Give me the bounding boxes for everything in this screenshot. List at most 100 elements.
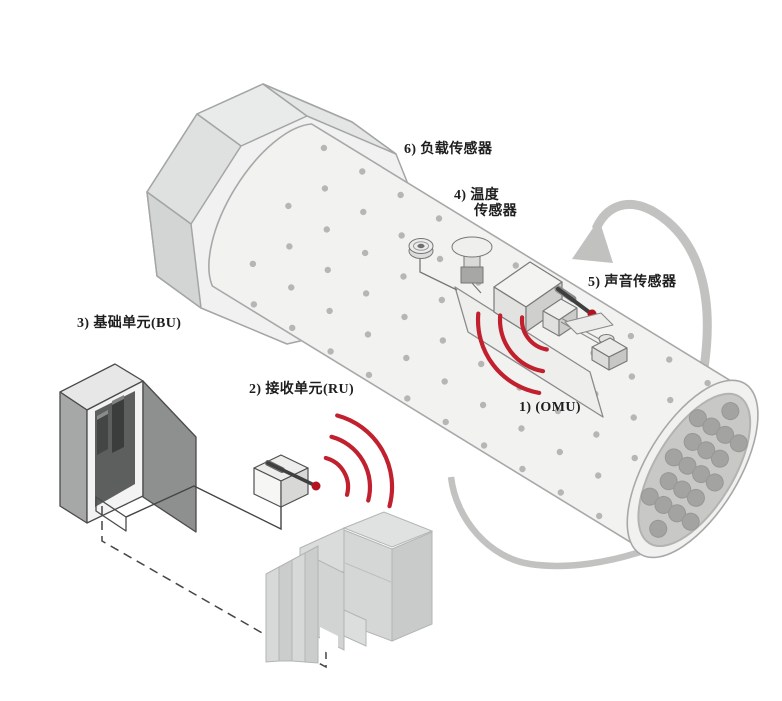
- omu-box: [493, 261, 563, 333]
- rivet-dot: [327, 348, 334, 355]
- label-omu: 1) (OMU): [519, 400, 581, 415]
- rivet-dot: [400, 273, 407, 280]
- end-face-hole: [729, 434, 748, 453]
- label-base-unit: 3) 基础单元(BU): [77, 316, 182, 331]
- label-load-sensor: 6) 负载传感器: [404, 142, 493, 157]
- rivet-dot: [286, 243, 293, 250]
- hex-cap-lower-left-face: [146, 191, 202, 309]
- label-sound-sensor: 5) 声音传感器: [588, 275, 677, 290]
- cable-bu-to-building-dashed: [101, 506, 327, 669]
- rivet-dot: [360, 208, 367, 216]
- cabinet-door: [142, 380, 197, 533]
- rivet-dot: [359, 168, 366, 175]
- rivet-dot: [398, 232, 405, 239]
- junction-box: [542, 298, 578, 337]
- rivet-dot: [442, 418, 449, 426]
- rivet-dot: [594, 472, 602, 479]
- building-doorway: [320, 627, 338, 658]
- device-1: [97, 414, 108, 455]
- rivet-dot: [436, 255, 444, 263]
- device-1-top: [97, 410, 108, 420]
- building-step-block: [343, 609, 367, 647]
- rivet-dot: [441, 378, 448, 385]
- omu-signal-arc-1: [519, 315, 549, 352]
- building-slab-4: [304, 545, 319, 664]
- rivet-dot: [323, 226, 330, 233]
- temperature-sensor-collar: [460, 266, 484, 284]
- rivet-dot: [289, 324, 296, 332]
- base-unit-cabinet: [59, 363, 197, 533]
- cable-bu-to-ru: [125, 485, 282, 531]
- building-right-top: [342, 511, 434, 548]
- rivet-dot: [326, 307, 333, 315]
- sound-sensor-side: [608, 347, 628, 371]
- rivet-dot: [628, 373, 636, 380]
- rivet-dot: [480, 442, 488, 449]
- omu-signal-arc-3: [475, 311, 542, 395]
- rivet-dot: [324, 266, 331, 274]
- rivet-dot: [627, 332, 635, 340]
- rotation-arrow-lower-arc: [447, 476, 641, 570]
- rivet-dot: [438, 296, 446, 304]
- load-sensor: [408, 238, 458, 291]
- wireless-signal-omu: [475, 311, 549, 395]
- mounting-plate: [454, 286, 604, 418]
- rivet-dot: [288, 284, 295, 291]
- rivet-dot: [364, 331, 372, 338]
- omu-antenna: [556, 287, 591, 314]
- end-face-hole: [705, 473, 724, 492]
- building-slab-2: [278, 559, 293, 662]
- rivet-dot: [519, 465, 526, 473]
- sensor-sub-plate: [564, 312, 614, 335]
- rivet-dot: [249, 260, 257, 268]
- load-sensor-ring: [413, 241, 429, 251]
- rivet-dot: [518, 425, 525, 432]
- rivet-dot: [397, 191, 404, 199]
- ru-signal-arc-3: [335, 413, 395, 509]
- rivet-dot: [285, 202, 292, 210]
- wireless-signal-ru: [323, 413, 395, 509]
- rivet-dot: [593, 431, 600, 438]
- building-slab-1: [265, 566, 280, 663]
- device-2-top: [112, 395, 124, 405]
- plant-building: [265, 511, 434, 664]
- label-temperature-sensor-line1: 4) 温度: [454, 188, 500, 203]
- rivet-dot: [554, 407, 562, 415]
- end-face-hole: [686, 488, 705, 507]
- rivet-dot: [557, 489, 565, 496]
- rivet-dot: [666, 356, 673, 363]
- end-face-hole: [721, 402, 740, 421]
- receiver-unit: [253, 454, 321, 508]
- rivet-dot: [362, 290, 370, 297]
- rivet-dot: [361, 249, 369, 257]
- sound-sensor: [591, 333, 628, 371]
- rivet-dot: [365, 371, 373, 379]
- rivet-dot: [404, 395, 411, 402]
- rivet-dot: [250, 301, 258, 308]
- temperature-sensor: [451, 236, 493, 294]
- building-slab-3: [291, 552, 306, 663]
- rivet-dot: [631, 454, 638, 462]
- label-temperature-sensor-line2: 传感器: [474, 204, 518, 219]
- temperature-sensor-cap: [451, 236, 493, 258]
- rivet-dot: [704, 379, 711, 387]
- rivet-dot: [630, 414, 637, 421]
- rivet-dot: [439, 337, 447, 344]
- device-2: [112, 399, 124, 453]
- end-face-holes: [640, 402, 748, 538]
- rivet-dot: [667, 396, 674, 404]
- rivet-dot: [435, 215, 443, 222]
- hex-cap-top-right-face: [262, 83, 397, 155]
- rivet-dot: [479, 401, 487, 409]
- cabinet-plinth: [95, 496, 127, 532]
- omu-signal-arc-2: [497, 313, 546, 374]
- rivet-dot: [512, 262, 519, 269]
- rivet-dot: [478, 360, 485, 368]
- load-sensor-wire: [419, 259, 458, 291]
- ru-antenna-tip: [311, 481, 321, 491]
- rivet-dot: [401, 313, 408, 321]
- end-face-hole: [710, 449, 729, 468]
- rivet-dot: [403, 354, 410, 362]
- rivet-dot: [595, 512, 603, 520]
